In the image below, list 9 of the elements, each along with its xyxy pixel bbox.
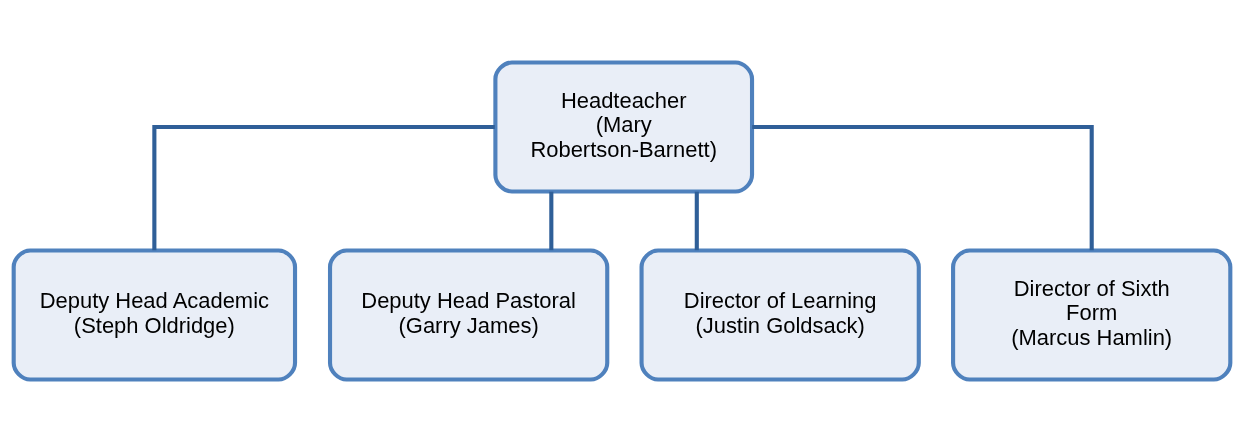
node-box: Deputy Head Pastoral (Garry James) bbox=[327, 248, 610, 382]
node-box: Director of Learning (Justin Goldsack) bbox=[639, 248, 921, 382]
connector bbox=[752, 124, 1094, 251]
node-box: Director of Sixth Form (Marcus Hamlin) bbox=[951, 248, 1233, 382]
connector bbox=[694, 191, 699, 251]
node-box: Headteacher (Mary Robertson-Barnett) bbox=[493, 60, 755, 194]
node-box: Deputy Head Academic (Steph Oldridge) bbox=[11, 248, 298, 382]
connector bbox=[549, 191, 554, 251]
connector bbox=[152, 124, 495, 251]
